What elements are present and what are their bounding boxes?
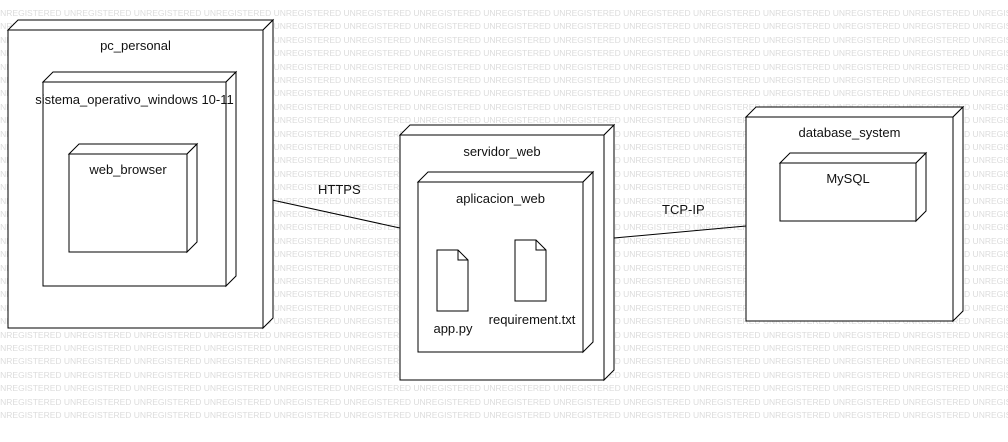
web-browser-label: web_browser [88, 162, 167, 177]
artifact-requirement-txt[interactable]: requirement.txt [489, 239, 576, 327]
https-connector[interactable] [262, 197, 401, 229]
mysql-label: MySQL [826, 171, 869, 186]
node-web-browser[interactable]: web_browser [67, 142, 199, 254]
pc-personal-label: pc_personal [100, 38, 171, 53]
aplicacion-web-label: aplicacion_web [456, 191, 545, 206]
servidor-web-label: servidor_web [463, 144, 540, 159]
sistema-operativo-label: sistema_operativo_windows 10-11 [35, 92, 233, 107]
database-system-label: database_system [799, 125, 901, 140]
requirement-txt-label: requirement.txt [489, 312, 576, 327]
tcp-ip-connector[interactable] [613, 225, 747, 239]
node-mysql[interactable]: MySQL [778, 151, 928, 223]
app-py-label: app.py [433, 321, 473, 336]
file-icon [436, 249, 469, 312]
tcp-ip-label: TCP-IP [662, 202, 705, 217]
file-icon [514, 239, 547, 302]
artifact-app-py[interactable]: app.py [433, 249, 473, 336]
https-label: HTTPS [318, 182, 361, 197]
